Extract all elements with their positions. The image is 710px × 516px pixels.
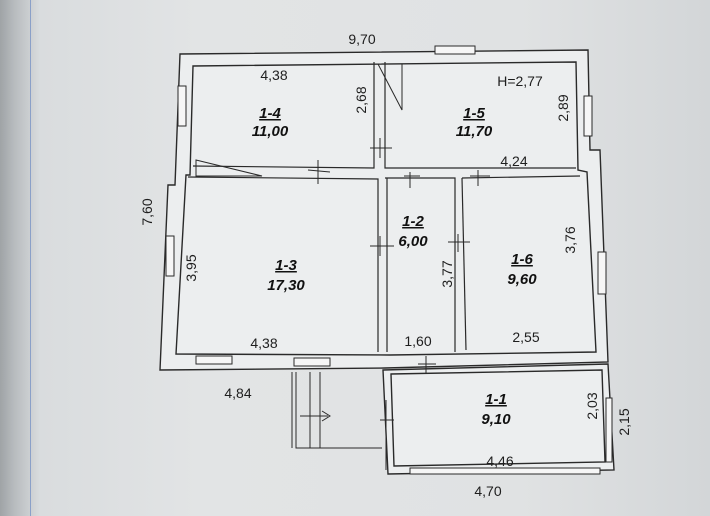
room-1-5-width: 4,24 bbox=[500, 153, 527, 169]
room-1-6-width: 2,55 bbox=[512, 329, 539, 345]
room-1-3-label: 1-3 bbox=[275, 257, 297, 274]
room-1-1-area: 9,10 bbox=[481, 411, 511, 428]
room-1-3-height: 3,95 bbox=[183, 254, 199, 281]
dim-overall-top: 9,70 bbox=[348, 31, 375, 47]
room-1-1-width: 4,46 bbox=[486, 453, 513, 469]
room-1-6-label: 1-6 bbox=[511, 251, 533, 268]
room-1-5-area: 11,70 bbox=[456, 123, 493, 140]
room-1-3-width: 4,38 bbox=[250, 335, 277, 351]
door-marks bbox=[195, 63, 490, 470]
dim-overall-right: 2,15 bbox=[616, 408, 632, 435]
entrance-stairs bbox=[291, 372, 382, 449]
room-1-5-label: 1-5 bbox=[463, 105, 485, 122]
dim-overall-bottom-left: 4,84 bbox=[224, 385, 251, 401]
interior-walls bbox=[187, 62, 581, 352]
room-1-3-area: 17,30 bbox=[267, 277, 305, 294]
ceiling-height: H=2,77 bbox=[497, 73, 543, 89]
dim-overall-bottom-right: 4,70 bbox=[474, 483, 501, 499]
room-1-2-height: 3,77 bbox=[439, 260, 455, 287]
room-1-5-height: 2,89 bbox=[555, 94, 571, 121]
room-1-1-height: 2,03 bbox=[584, 392, 600, 419]
room-1-4-height: 2,68 bbox=[353, 86, 369, 113]
room-1-2-width: 1,60 bbox=[404, 333, 431, 349]
windows bbox=[165, 45, 613, 475]
room-1-6-area: 9,60 bbox=[507, 271, 537, 288]
room-1-2-label: 1-2 bbox=[402, 213, 424, 230]
room-1-4-area: 11,00 bbox=[252, 123, 289, 140]
room-1-6-height: 3,76 bbox=[562, 226, 578, 253]
dim-overall-left: 7,60 bbox=[139, 198, 155, 225]
room-1-4-width: 4,38 bbox=[260, 67, 287, 83]
outer-walls bbox=[159, 49, 615, 475]
room-1-2-area: 6,00 bbox=[398, 233, 428, 250]
paper-margin-line bbox=[30, 0, 31, 516]
room-1-1-label: 1-1 bbox=[485, 391, 507, 408]
room-1-4-label: 1-4 bbox=[259, 105, 281, 122]
